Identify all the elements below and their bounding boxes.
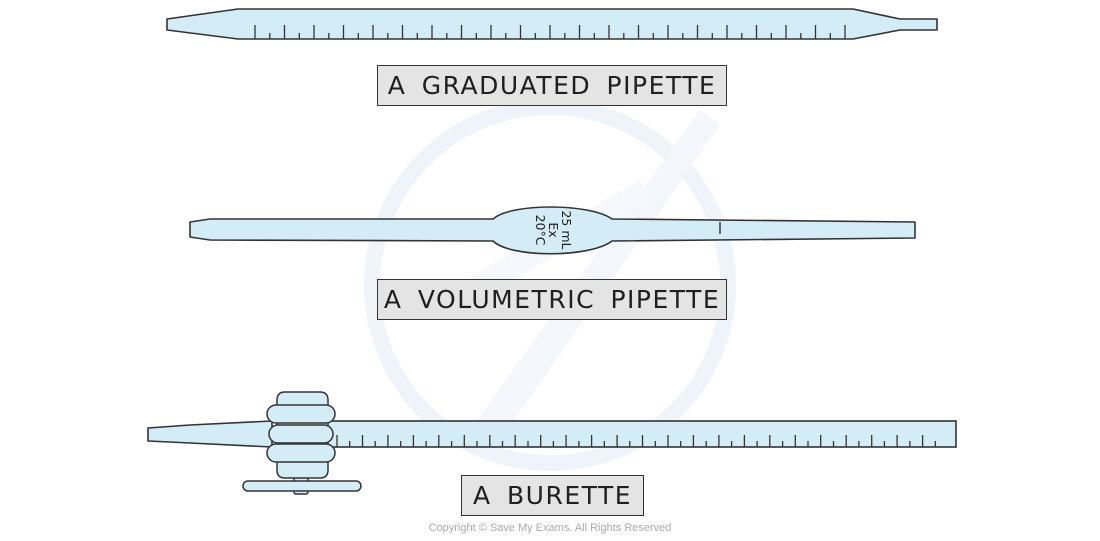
graduated-pipette — [166, 8, 938, 40]
copyright-notice: Copyright © Save My Exams. All Rights Re… — [428, 522, 672, 534]
burette-label: A BURETTE — [461, 475, 644, 516]
volumetric-pipette: 25 mL Ex 20°C — [189, 206, 916, 255]
burette — [147, 391, 957, 495]
burette-tip — [147, 420, 273, 448]
graduated-pipette-label: A GRADUATED PIPETTE — [377, 65, 727, 106]
stopcock-ring-middle — [268, 424, 334, 444]
graduated-pipette-body — [166, 8, 938, 40]
stopcock-ring-top — [266, 404, 336, 424]
stopcock-handle — [242, 480, 362, 492]
volumetric-pipette-bulb-marking: 25 mL Ex 20°C — [533, 210, 574, 249]
bulb-temperature-text: 20°C — [533, 215, 548, 246]
graduated-pipette-scale — [254, 25, 846, 39]
stopcock-ring-bottom — [266, 443, 336, 463]
volumetric-pipette-body — [189, 206, 916, 255]
burette-tube — [324, 420, 957, 448]
volumetric-pipette-label: A VOLUMETRIC PIPETTE — [377, 279, 727, 320]
bulb-type-text: Ex — [546, 222, 561, 237]
bulb-volume-text: 25 mL — [559, 210, 574, 249]
burette-scale — [336, 435, 936, 447]
